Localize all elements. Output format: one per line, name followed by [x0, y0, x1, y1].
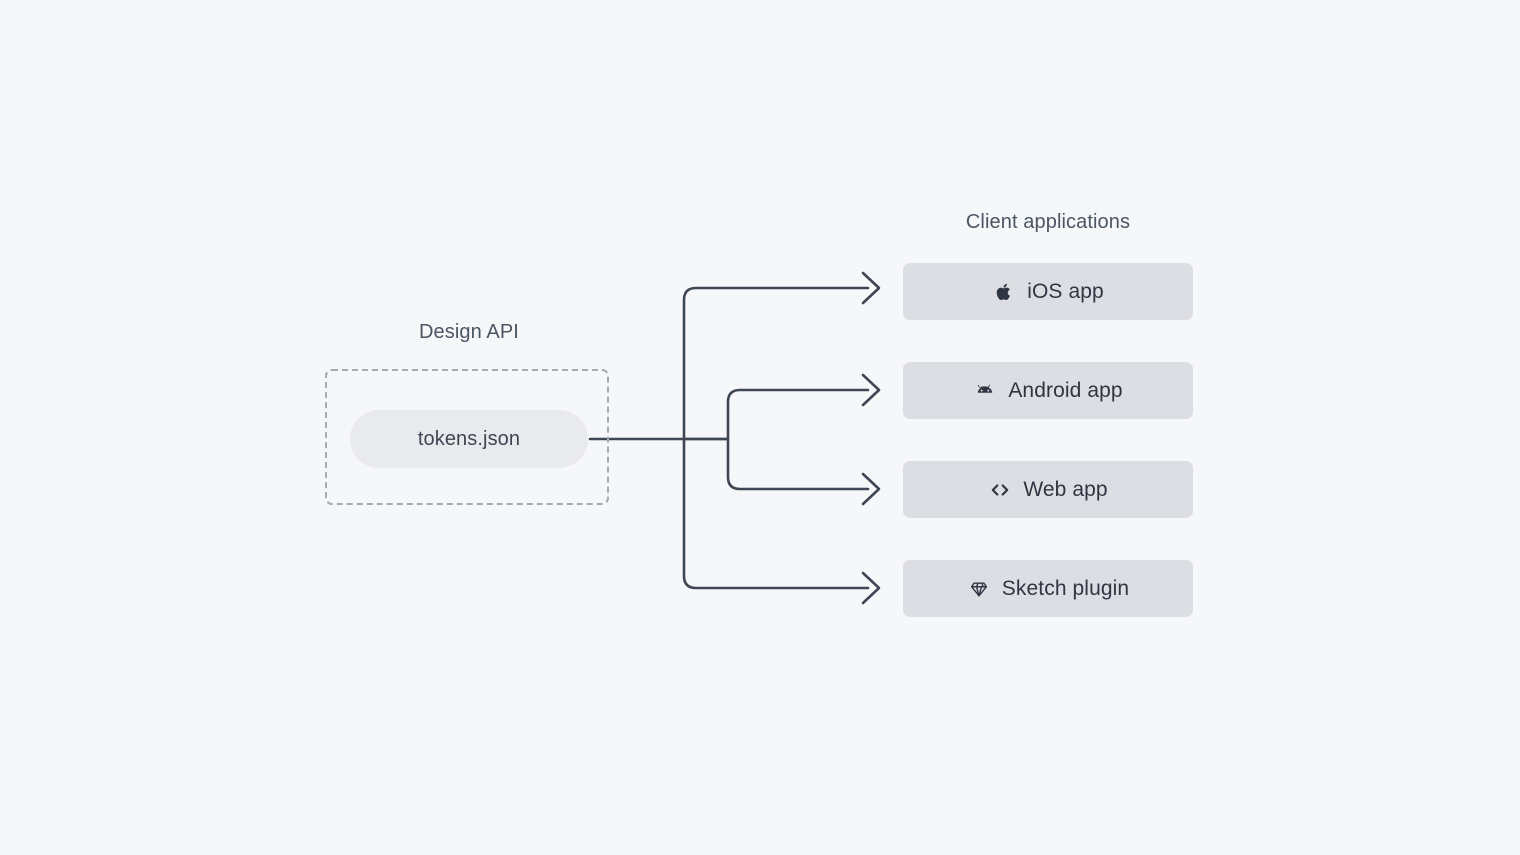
edge-to-ios	[682, 286, 870, 441]
design-api-label: Design API	[419, 321, 519, 343]
arrowhead-ios	[861, 271, 881, 305]
edge-to-sketch	[682, 437, 870, 590]
client-label-android-app: Android app	[1008, 378, 1123, 402]
tokens-json-label: tokens.json	[417, 427, 521, 450]
arrowhead-sketch	[861, 571, 881, 605]
diamond-icon	[967, 577, 991, 601]
edge-to-android	[682, 388, 870, 441]
code-brackets-icon	[988, 478, 1012, 502]
edge-to-web	[682, 437, 870, 491]
client-label-web-app: Web app	[1023, 477, 1108, 501]
arrowhead-web	[861, 472, 881, 506]
design-api-container	[325, 369, 609, 505]
client-box-ios-app[interactable]: iOS app	[903, 263, 1193, 320]
client-box-android-app[interactable]: Android app	[903, 362, 1193, 419]
arrowhead-android	[861, 373, 881, 407]
apple-icon	[992, 280, 1016, 304]
client-applications-label: Client applications	[965, 211, 1131, 233]
client-box-web-app[interactable]: Web app	[903, 461, 1193, 518]
client-box-sketch-plugin[interactable]: Sketch plugin	[903, 560, 1193, 617]
client-label-ios-app: iOS app	[1027, 279, 1104, 303]
tokens-json-node[interactable]: tokens.json	[350, 410, 588, 468]
android-icon	[973, 379, 997, 403]
client-label-sketch-plugin: Sketch plugin	[1001, 576, 1130, 600]
